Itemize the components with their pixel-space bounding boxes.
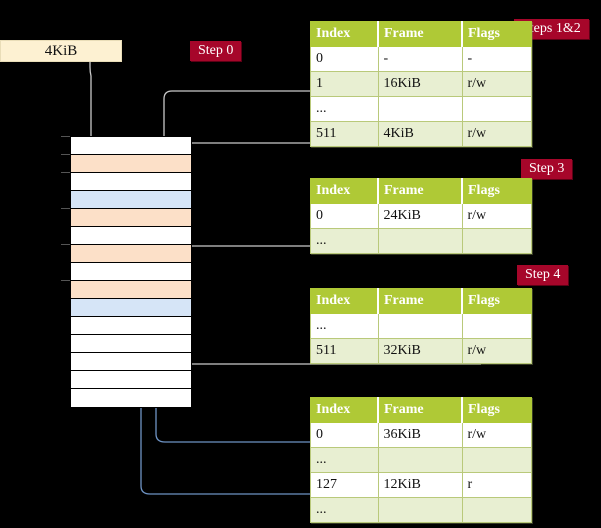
memory-frame-row [71,317,191,335]
cell-index: 0 [310,203,379,229]
cell-flags: r [461,472,532,498]
step-badge-step0: Step 0 [190,41,242,61]
memory-frame-row [61,244,191,263]
column-header-frame: Frame [377,288,463,314]
column-header-flags: Flags [461,178,532,204]
step-badge-step3: Step 3 [521,159,573,179]
column-header-index: Index [310,21,379,47]
cell-frame [377,497,463,523]
step-badge-steps12: Steps 1&2 [514,19,589,39]
table-row: ... [310,447,532,473]
cell-index: 0 [310,422,379,448]
cell-index: 511 [310,121,379,147]
column-header-frame: Frame [377,178,463,204]
cell-flags [461,96,532,122]
memory-frame-row [71,389,191,407]
column-header-flags: Flags [461,21,532,47]
cell-frame: 12KiB [377,472,463,498]
cell-index: ... [310,228,379,254]
table-row: 0-- [310,46,532,72]
frame-tick-mark [61,280,70,281]
virtual-address-box: 4KiB [0,40,122,62]
memory-frame-row [71,263,191,281]
column-header-flags: Flags [461,288,532,314]
column-header-index: Index [310,397,379,423]
memory-frame-row [71,191,191,209]
memory-frame-row [71,227,191,245]
column-header-flags: Flags [461,397,532,423]
memory-frame-row [71,299,191,317]
frame-tick-mark [61,208,70,209]
cell-flags: - [461,46,532,72]
table-row: ... [310,96,532,122]
cell-flags: r/w [461,203,532,229]
cell-flags: r/w [461,71,532,97]
cell-flags: r/w [461,121,532,147]
cell-index: ... [310,497,379,523]
memory-frame-row [61,154,191,173]
column-header-index: Index [310,178,379,204]
cell-flags [461,313,532,339]
cell-flags [461,228,532,254]
frame-tick-mark [61,136,70,137]
cell-index: 1 [310,71,379,97]
physical-memory-grid [61,136,192,408]
cell-frame: - [377,46,463,72]
column-header-index: Index [310,288,379,314]
cell-index: 127 [310,472,379,498]
cell-index: ... [310,96,379,122]
memory-frame-row [71,335,191,353]
column-header-frame: Frame [377,21,463,47]
cell-frame: 24KiB [377,203,463,229]
table-row: ... [310,228,532,254]
memory-frame-row [71,371,191,389]
cell-flags: r/w [461,338,532,364]
cell-index: ... [310,447,379,473]
virtual-address-label: 4KiB [44,43,78,59]
table-row: ... [310,497,532,523]
memory-frame-row [71,353,191,371]
cell-frame [377,96,463,122]
memory-frame-row [61,136,191,155]
step-badge-step4: Step 4 [517,265,569,285]
cell-index: 511 [310,338,379,364]
frame-tick-mark [61,154,70,155]
cell-frame [377,447,463,473]
column-header-frame: Frame [377,397,463,423]
memory-frame-row [61,280,191,299]
cell-frame: 36KiB [377,422,463,448]
frame-tick-mark [61,172,70,173]
cell-flags [461,447,532,473]
cell-frame [377,313,463,339]
cell-index: ... [310,313,379,339]
cell-flags: r/w [461,422,532,448]
frame-tick-mark [61,244,70,245]
cell-frame [377,228,463,254]
cell-flags [461,497,532,523]
memory-frame-row [61,208,191,227]
cell-frame: 4KiB [377,121,463,147]
cell-frame: 16KiB [377,71,463,97]
memory-frame-row [61,172,191,191]
cell-index: 0 [310,46,379,72]
cell-frame: 32KiB [377,338,463,364]
table-row: ... [310,313,532,339]
